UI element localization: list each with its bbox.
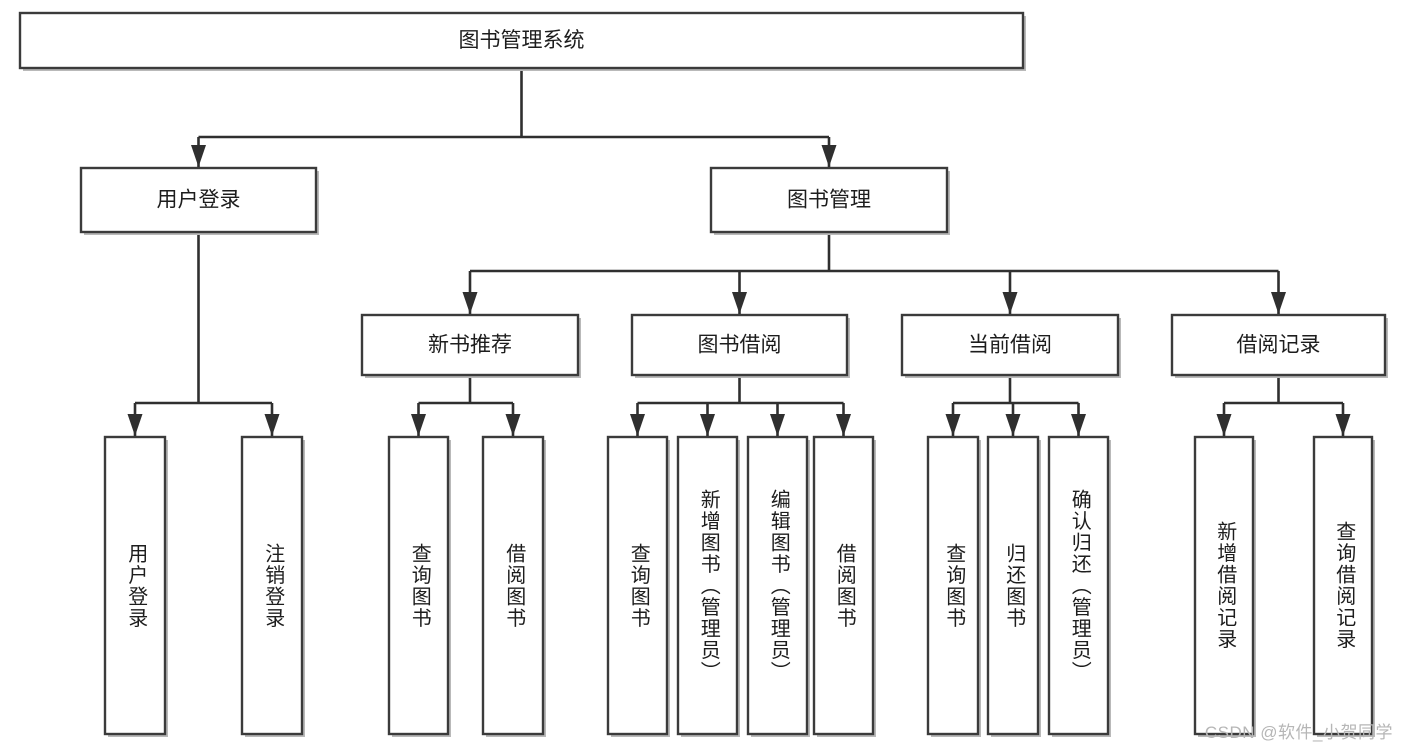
arrow-leaf-user-login [127, 414, 143, 436]
node-borrow-record-label: 借阅记录 [1237, 334, 1321, 357]
arrow-leaf-query-book-recommend [411, 414, 426, 436]
node-leaf-add-book[interactable] [676, 435, 739, 736]
arrow-level3-1 [732, 292, 747, 314]
arrow-level3-3 [1271, 292, 1286, 314]
arrow-leaf-confirm-return [1071, 414, 1086, 436]
node-leaf-return-book[interactable] [986, 435, 1040, 736]
arrow-leaf-query-record [1335, 414, 1351, 436]
node-leaf-query-record[interactable] [1312, 435, 1374, 736]
node-leaf-query-book-recommend[interactable] [387, 435, 450, 736]
node-leaf-confirm-return[interactable] [1047, 435, 1110, 736]
node-new-book-recommend[interactable] [360, 313, 580, 377]
node-leaf-logout[interactable] [240, 435, 304, 736]
arrow-leaf-query-book-current [945, 414, 961, 436]
node-borrow-record[interactable] [1170, 313, 1387, 377]
node-root-label: 图书管理系统 [459, 29, 585, 52]
arrow-leaf-borrow-book-recommend [505, 414, 521, 436]
node-user-login[interactable] [79, 166, 318, 234]
node-user-login-label: 用户登录 [157, 189, 241, 212]
node-leaf-borrow-book[interactable] [812, 435, 875, 736]
node-root[interactable] [18, 11, 1025, 70]
node-leaf-user-login[interactable] [103, 435, 167, 736]
arrow-leaf-query-book-borrow [630, 414, 645, 436]
node-book-management[interactable] [709, 166, 949, 234]
arrow-level2-0 [191, 145, 206, 167]
arrow-leaf-add-book [700, 414, 715, 436]
node-book-borrow[interactable] [630, 313, 849, 377]
node-book-management-label: 图书管理 [787, 189, 871, 212]
arrow-leaf-add-record [1216, 414, 1232, 436]
arrow-leaf-return-book [1005, 414, 1021, 436]
node-leaf-borrow-book-recommend[interactable] [481, 435, 545, 736]
arrow-level2-1 [821, 145, 837, 167]
node-book-borrow-label: 图书借阅 [698, 334, 782, 357]
arrow-leaf-logout [264, 414, 280, 436]
box-layer [18, 11, 1388, 737]
node-leaf-query-book-borrow[interactable] [606, 435, 669, 736]
node-current-borrow-label: 当前借阅 [968, 334, 1052, 357]
arrow-leaf-edit-book [770, 414, 785, 436]
node-current-borrow[interactable] [900, 313, 1120, 377]
node-leaf-query-book-current[interactable] [926, 435, 980, 736]
node-leaf-add-record[interactable] [1193, 435, 1255, 736]
arrow-leaf-borrow-book [836, 414, 851, 436]
node-new-book-recommend-label: 新书推荐 [428, 334, 512, 357]
arrow-level3-2 [1002, 292, 1018, 314]
connector-layer [127, 68, 1351, 436]
arrow-level3-0 [462, 292, 478, 314]
node-leaf-edit-book[interactable] [746, 435, 809, 736]
